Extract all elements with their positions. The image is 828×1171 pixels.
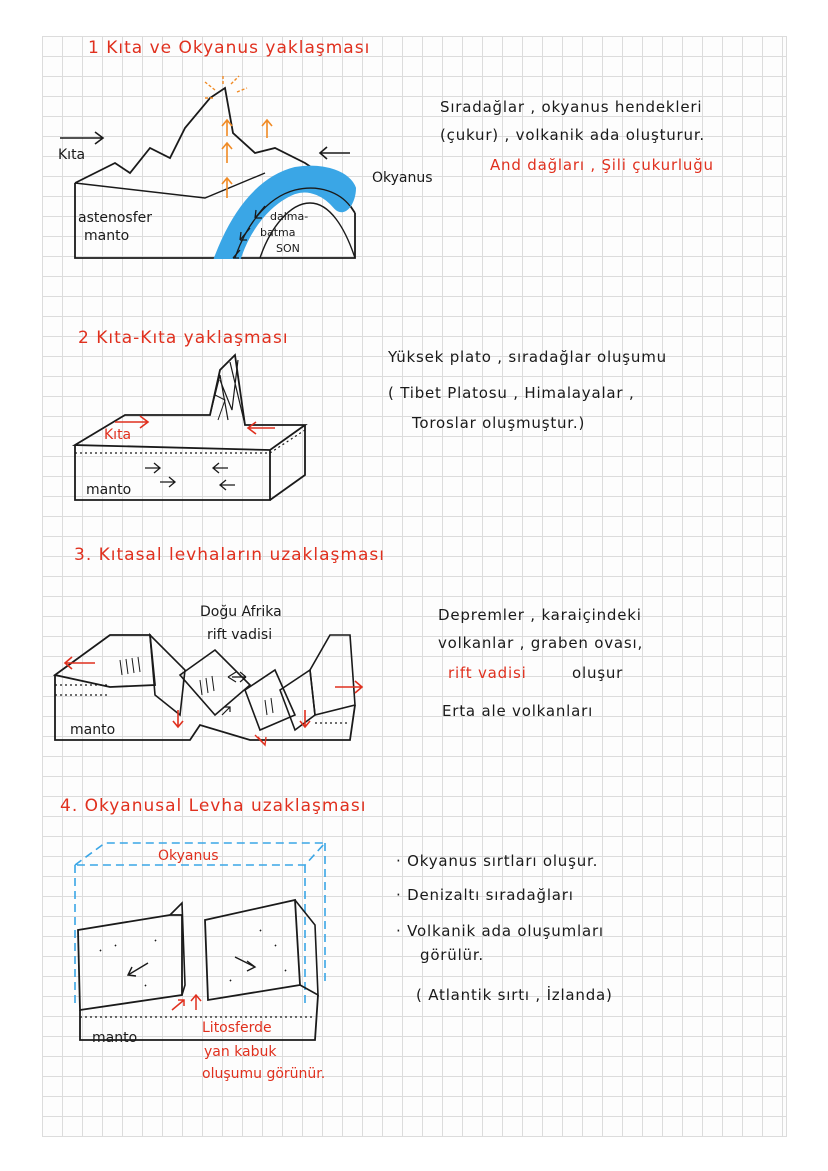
rift-diagram: [52, 632, 364, 747]
label-olusumu: oluşumu görünür.: [202, 1066, 326, 1082]
label-kita-2: Kıta: [104, 427, 132, 443]
label-okyanus-4: Okyanus: [158, 848, 219, 864]
s1-note-line1: Sıradağlar , okyanus hendekleri: [440, 98, 703, 116]
label-dalma: dalma-: [270, 210, 309, 223]
s4-note-bullet2: · Denizaltı sıradağları: [396, 886, 574, 904]
s3-note-olusur: oluşur: [572, 664, 624, 682]
label-kita: Kıta: [58, 147, 86, 163]
s2-note-line1: Yüksek plato , sıradağlar oluşumu: [388, 348, 667, 366]
s3-note-line2: volkanlar , graben ovası,: [438, 634, 644, 652]
s4-note-bullet1: · Okyanus sırtları oluşur.: [396, 852, 599, 870]
section3-title: 3. Kıtasal levhaların uzaklaşması: [74, 545, 385, 565]
s1-note-line2: (çukur) , volkanik ada oluşturur.: [440, 126, 705, 144]
s4-note-bullet3b: görülür.: [420, 946, 485, 964]
label-manto-2: manto: [86, 482, 132, 498]
section1-title: 1 Kıta ve Okyanus yaklaşması: [88, 38, 371, 58]
s3-note-line4: Erta ale volkanları: [442, 702, 594, 720]
oceanic-divergence-diagram: [72, 842, 327, 1041]
label-astenosfer: astenosfer: [78, 210, 153, 226]
label-manto: manto: [84, 228, 130, 244]
continent-continent-diagram: [71, 353, 308, 501]
s2-note-line3: Toroslar oluşmuştur.): [412, 414, 586, 432]
s3-note-rift: rift vadisi: [448, 664, 527, 682]
label-yan-kabuk: yan kabuk: [204, 1044, 277, 1060]
grid-paper: [42, 36, 787, 1137]
label-son: SON: [276, 242, 300, 255]
label-rift-vadisi: rift vadisi: [207, 627, 273, 643]
s3-note-line1: Depremler , karaiçindeki: [438, 606, 642, 624]
label-litosferde: Litosferde: [202, 1020, 272, 1036]
s1-note-examples: And dağları , Şili çukurluğu: [490, 156, 714, 174]
section4-title: 4. Okyanusal Levha uzaklaşması: [60, 796, 367, 816]
section2-title: 2 Kıta-Kıta yaklaşması: [78, 328, 289, 348]
s4-note-example: ( Atlantik sırtı , İzlanda): [416, 986, 613, 1004]
s4-note-bullet3: · Volkanik ada oluşumları: [396, 922, 604, 940]
ocean-continent-diagram: [60, 74, 357, 259]
label-okyanus: Okyanus: [372, 170, 433, 186]
label-manto-3: manto: [70, 722, 116, 738]
label-manto-4: manto: [92, 1030, 138, 1046]
s2-note-line2: ( Tibet Platosu , Himalayalar ,: [388, 384, 635, 402]
label-dogu-afrika: Doğu Afrika: [200, 604, 282, 620]
label-batma: batma: [260, 226, 296, 239]
